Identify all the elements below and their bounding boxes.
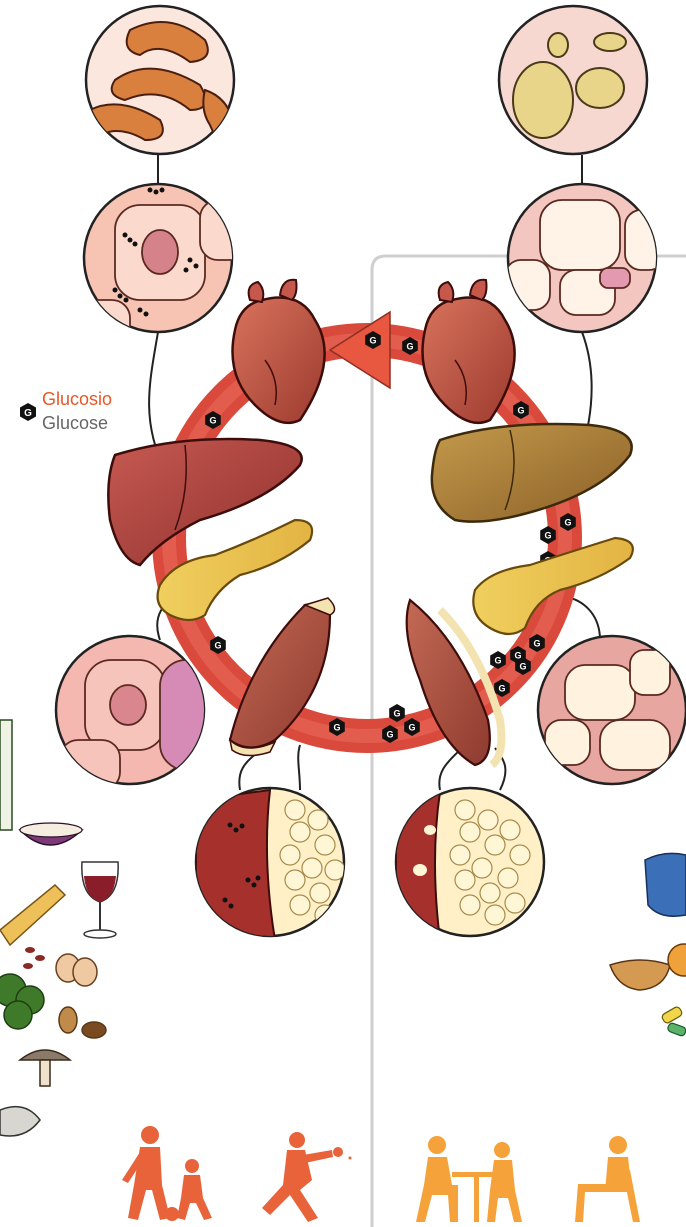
svg-text:G: G: [517, 406, 524, 416]
glucose-legend: G Glucosio Glucose: [18, 388, 158, 438]
woman-ping-pong-icon: [262, 1132, 352, 1222]
liver-icon-right: [432, 424, 632, 522]
svg-text:G: G: [564, 518, 571, 528]
muscle-fat-circle-left: [196, 788, 345, 940]
broccoli-icon: [0, 974, 44, 1029]
svg-text:G: G: [533, 639, 540, 649]
beans-icon: [23, 947, 45, 969]
svg-text:G: G: [333, 723, 340, 733]
chips-bag-icon: [645, 853, 686, 916]
svg-text:G: G: [408, 723, 415, 733]
mitochondria-circle: [86, 6, 235, 154]
svg-text:G: G: [209, 416, 216, 426]
cell-circle-top-left: [70, 184, 250, 350]
fish-icon: [0, 1107, 40, 1136]
muscle-fat-circle-right: [396, 788, 544, 940]
svg-text:G: G: [24, 408, 32, 419]
father-child-football-icon: [122, 1126, 212, 1221]
svg-text:G: G: [519, 662, 526, 672]
person-sitting-icon: [575, 1136, 640, 1222]
cell-circle-mid-right: [538, 636, 686, 784]
pasta-icon: [0, 885, 65, 945]
food-illustrations-left: [0, 720, 118, 1136]
candy-icon: [661, 1006, 686, 1037]
svg-text:G: G: [494, 656, 501, 666]
svg-text:G: G: [386, 730, 393, 740]
wine-glass-icon: [82, 862, 118, 938]
fat-droplet-circle: [499, 6, 647, 154]
legend-label-italian: Glucosio: [42, 388, 112, 410]
svg-text:G: G: [406, 342, 413, 352]
eggs-icon: [56, 954, 97, 986]
svg-text:G: G: [544, 531, 551, 541]
glucose-hexagon-icon: G: [18, 402, 38, 422]
svg-text:G: G: [369, 336, 376, 346]
food-illustrations-right: [610, 853, 686, 1036]
tart-icon: [610, 960, 670, 990]
legend-label-english: Glucose: [42, 412, 108, 434]
orange-icon: [668, 944, 686, 976]
svg-text:G: G: [393, 709, 400, 719]
svg-text:G: G: [498, 684, 505, 694]
mushroom-icon: [20, 1050, 70, 1086]
svg-text:G: G: [214, 641, 221, 651]
people-playing-chess-icon: [416, 1136, 522, 1222]
nuts-icon: [59, 1007, 106, 1038]
heart-icon-right: [423, 280, 515, 423]
cell-circle-top-right: [505, 184, 665, 332]
